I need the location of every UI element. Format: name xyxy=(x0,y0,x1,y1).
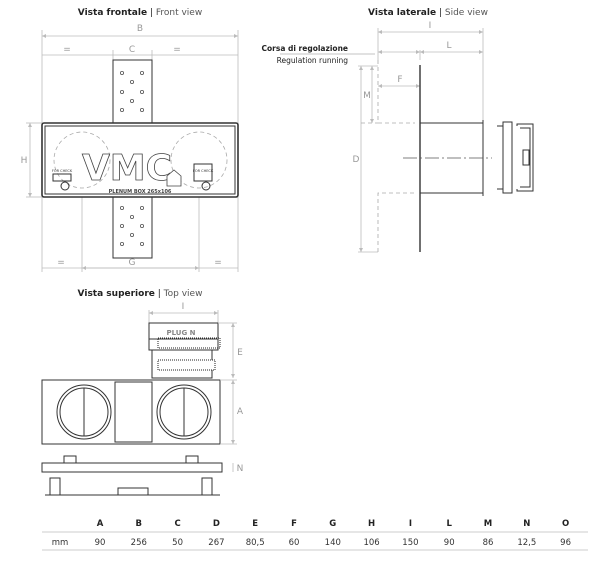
table-header-B: B xyxy=(136,519,142,529)
dim-h-label: H xyxy=(21,156,28,166)
table-value-C: 50 xyxy=(172,538,183,548)
dim-i-label: I xyxy=(429,21,432,31)
table-header-D: D xyxy=(213,519,220,529)
table-value-B: 256 xyxy=(131,538,147,548)
dim-eq-label: = xyxy=(173,45,181,55)
port-label-left: FOR CHECK xyxy=(52,169,73,173)
dim-c-label: C xyxy=(129,45,135,55)
cap-side xyxy=(516,123,534,192)
dim-eq-label: = xyxy=(57,258,65,268)
plate-holes xyxy=(120,71,144,246)
table-header-N: N xyxy=(523,519,530,529)
side-view-title: Vista laterale | Side view xyxy=(368,8,488,18)
dim-n-label: N xyxy=(237,464,244,474)
table-header-E: E xyxy=(252,519,258,529)
plug-label: PLUG N xyxy=(166,329,195,337)
table-value-O: 96 xyxy=(560,538,571,548)
side-plate xyxy=(41,462,223,473)
table-value-L: 90 xyxy=(444,538,455,548)
clip-piece xyxy=(45,477,220,496)
table-value-N: 12,5 xyxy=(517,538,536,548)
table-header-F: F xyxy=(291,519,297,529)
regulation-note-it: Corsa di regolazione xyxy=(262,44,349,53)
dim-l-label: L xyxy=(446,41,451,51)
plenum-box-front xyxy=(41,122,239,198)
table-value-A: 90 xyxy=(95,538,106,548)
table-header-H: H xyxy=(368,519,375,529)
table-header-G: G xyxy=(329,519,336,529)
unit-label: mm xyxy=(52,538,69,548)
dim-eq-label: = xyxy=(63,45,71,55)
table-header-I: I xyxy=(409,519,412,529)
table-header-C: C xyxy=(174,519,180,529)
side-view: Vista laterale | Side view I L Corsa di … xyxy=(262,8,534,253)
port-label-right: FOR CHECK xyxy=(193,169,214,173)
front-view-title: Vista frontale | Front view xyxy=(78,8,202,18)
vmc-logo: VMC xyxy=(82,148,172,189)
house-icon xyxy=(166,169,182,187)
table-value-E: 80,5 xyxy=(246,538,265,548)
dim-eq-label: = xyxy=(214,258,222,268)
dim-f-label: F xyxy=(397,75,402,85)
regulation-note-en: Regulation running xyxy=(277,56,349,65)
center-panel xyxy=(114,381,153,443)
table-value-G: 140 xyxy=(325,538,341,548)
table-value-I: 150 xyxy=(402,538,418,548)
dim-e-label: E xyxy=(237,348,243,358)
plenum-box-top xyxy=(41,379,221,445)
dim-d-label: D xyxy=(353,155,360,165)
dim-m-label: M xyxy=(363,91,371,101)
table-header-A: A xyxy=(97,519,104,529)
dim-g-label: G xyxy=(129,258,136,268)
table-value-H: 106 xyxy=(363,538,379,548)
table-value-F: 60 xyxy=(289,538,300,548)
top-view: Vista superiore | Top view I PLUG N E A … xyxy=(41,289,244,496)
table-header-L: L xyxy=(446,519,452,529)
table-header-O: O xyxy=(562,519,569,529)
table-header-M: M xyxy=(484,519,492,529)
front-view: Vista frontale | Front view B = C = VMC … xyxy=(21,8,239,272)
dimension-table: mm A 90 B 256 C 50 D 267 E 80,5 F 60 G 140 H 106 I 150 L 90… xyxy=(42,519,588,551)
dim-i-label: I xyxy=(182,302,185,312)
table-value-D: 267 xyxy=(208,538,224,548)
dim-a-label: A xyxy=(237,407,244,417)
top-view-title: Vista superiore | Top view xyxy=(78,289,203,299)
model-label: PLENUM BOX 265x106 xyxy=(109,189,172,195)
table-value-M: 86 xyxy=(483,538,494,548)
grille-side xyxy=(502,121,513,194)
dim-b-label: B xyxy=(137,24,143,34)
